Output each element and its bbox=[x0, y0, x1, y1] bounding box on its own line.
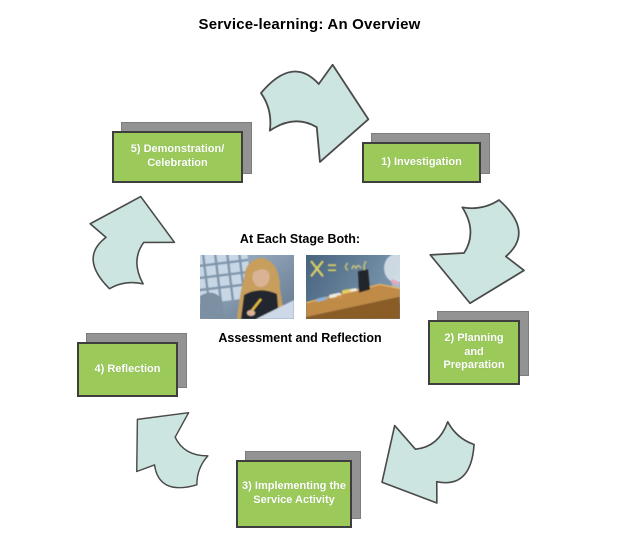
stage-label: 1) Investigation bbox=[381, 155, 462, 168]
stage-investigation: 1) Investigation bbox=[362, 133, 490, 183]
stage-label: 5) Demonstration/ Celebration bbox=[130, 143, 225, 169]
arrow-stage5-to-stage1-icon bbox=[240, 50, 378, 171]
page-title: Service-learning: An Overview bbox=[198, 16, 421, 33]
student-writing-photo bbox=[200, 255, 294, 319]
stage-implementing-service-activity: 3) Implementing the Service Activity bbox=[236, 451, 361, 528]
stage-label: 3) Implementing the Service Activity bbox=[242, 480, 346, 506]
arrow-stage1-to-stage2-icon bbox=[420, 178, 541, 315]
center-block: At Each Stage Both: bbox=[190, 231, 410, 345]
stage-box: 2) Planning and Preparation bbox=[428, 320, 520, 385]
photo-row bbox=[190, 255, 410, 319]
chalkboard-photo bbox=[306, 255, 400, 319]
stage-box: 3) Implementing the Service Activity bbox=[236, 460, 352, 528]
stage-box: 4) Reflection bbox=[77, 342, 178, 397]
stage-box: 5) Demonstration/ Celebration bbox=[112, 131, 243, 183]
arrow-stage4-to-stage5-icon bbox=[71, 184, 186, 312]
stage-reflection: 4) Reflection bbox=[77, 333, 187, 397]
stage-box: 1) Investigation bbox=[362, 142, 481, 183]
stage-label: 4) Reflection bbox=[94, 362, 161, 375]
center-heading: At Each Stage Both: bbox=[239, 232, 361, 246]
arrow-stage3-to-stage4-icon bbox=[107, 387, 238, 516]
stage-planning-preparation: 2) Planning and Preparation bbox=[428, 311, 529, 385]
arrow-stage2-to-stage3-icon bbox=[358, 389, 502, 525]
stage-demonstration-celebration: 5) Demonstration/ Celebration bbox=[112, 122, 252, 183]
stage-label: 2) Planning and Preparation bbox=[443, 331, 505, 372]
center-caption: Assessment and Reflection bbox=[218, 331, 382, 345]
